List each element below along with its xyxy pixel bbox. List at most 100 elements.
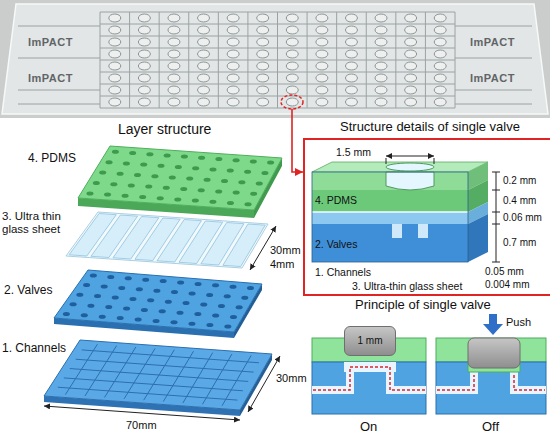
chip-photo-art bbox=[198, 62, 210, 70]
valve-holes bbox=[200, 303, 207, 307]
valve-cross-section bbox=[312, 224, 468, 262]
channel-layer bbox=[44, 340, 272, 416]
pdms-holes bbox=[163, 186, 170, 190]
dimension-lines bbox=[248, 356, 280, 412]
chip-photo-art bbox=[168, 74, 180, 82]
chip-photo-art bbox=[434, 74, 446, 82]
valve-holes bbox=[107, 275, 114, 279]
chip-photo-art bbox=[286, 26, 298, 34]
chip-photo-art bbox=[316, 98, 328, 106]
chip-photo-art bbox=[455, 104, 532, 105]
valve-on-panel bbox=[313, 367, 425, 390]
chip-photo-art bbox=[109, 14, 446, 106]
dimension-label: 30mm bbox=[276, 372, 307, 385]
valve-holes bbox=[125, 276, 132, 280]
chip-photo-art bbox=[2, 4, 548, 114]
channel-grid bbox=[58, 344, 259, 406]
valve-off-panel bbox=[436, 362, 546, 414]
pdms-holes bbox=[169, 175, 176, 179]
pdms-holes bbox=[198, 156, 205, 160]
chip-photo-art bbox=[257, 86, 269, 94]
layer-label: 4. PDMS bbox=[28, 152, 76, 166]
chip-photo-art bbox=[109, 98, 121, 106]
valve-holes bbox=[247, 286, 254, 290]
detail-arrow bbox=[292, 118, 303, 172]
valve-cross-section bbox=[312, 162, 488, 172]
valve-holes bbox=[212, 283, 219, 287]
valve-holes bbox=[188, 322, 195, 326]
chip-photo-art bbox=[227, 26, 239, 34]
pdms-holes bbox=[110, 182, 117, 186]
chip-photo-art bbox=[138, 38, 150, 46]
valve-holes bbox=[101, 285, 108, 289]
chip-photo-art bbox=[227, 74, 239, 82]
valve-off-panel bbox=[436, 314, 546, 414]
valve-off-panel bbox=[468, 338, 520, 368]
dimension-label: 0.4 mm bbox=[503, 195, 536, 207]
glass-strips bbox=[223, 224, 265, 267]
pdms-holes bbox=[186, 177, 193, 181]
chip-photo-art bbox=[0, 0, 550, 118]
channel-grid bbox=[82, 350, 259, 363]
chip-photo-art bbox=[316, 26, 328, 34]
pdms-holes bbox=[145, 185, 152, 189]
chip-photo-art bbox=[100, 60, 455, 61]
chip-photo-art bbox=[168, 14, 180, 22]
chip-photo-art bbox=[227, 62, 239, 70]
chip-photo-art bbox=[257, 14, 269, 22]
chip-photo-art bbox=[405, 86, 417, 94]
chip-photo-art bbox=[375, 50, 387, 58]
chip-photo-art bbox=[281, 95, 303, 109]
detail-dimensions bbox=[492, 172, 500, 173]
layer-label: 2. Valves bbox=[315, 238, 357, 250]
pdms-holes bbox=[151, 174, 158, 178]
pdms-holes bbox=[146, 152, 153, 156]
valve-holes bbox=[105, 305, 112, 309]
chip-photo-art bbox=[257, 50, 269, 58]
chip-photo-art bbox=[434, 14, 446, 22]
chip-marking: ImPACT bbox=[468, 72, 517, 85]
detail-dimensions bbox=[386, 158, 387, 164]
pdms-holes bbox=[122, 194, 129, 198]
valve-holes bbox=[90, 274, 97, 278]
dimension-label: 0.2 mm bbox=[503, 175, 536, 187]
pdms-holes bbox=[99, 171, 106, 175]
valve-layer bbox=[54, 270, 262, 332]
chip-photo-art bbox=[0, 0, 550, 118]
pdms-holes bbox=[93, 181, 100, 185]
chip-photo-art bbox=[375, 86, 387, 94]
panel-title: Structure details of single valve bbox=[303, 120, 550, 135]
chip-photo-art bbox=[257, 74, 269, 82]
pdms-holes bbox=[192, 199, 199, 203]
connector-group bbox=[292, 118, 303, 172]
valve-cross-section bbox=[386, 163, 434, 171]
valve-off-panel bbox=[437, 375, 474, 390]
chip-photo-art bbox=[345, 86, 357, 94]
valve-holes bbox=[94, 294, 101, 298]
channel-grid bbox=[58, 387, 238, 400]
pdms-holes bbox=[140, 163, 147, 167]
pdms-holes bbox=[267, 161, 274, 165]
chip-photo-art bbox=[100, 72, 455, 73]
valve-holes bbox=[212, 314, 219, 318]
detail-dimensions bbox=[492, 224, 500, 225]
detail-dimensions bbox=[492, 190, 500, 191]
dimension-label: 0.05 mm bbox=[485, 266, 524, 278]
chip-photo-art bbox=[100, 108, 455, 109]
layer-label: 1. Channels bbox=[2, 342, 66, 356]
pdms-holes bbox=[250, 192, 257, 196]
pdms-holes bbox=[244, 170, 251, 174]
valve-layer bbox=[54, 270, 262, 338]
channel-grid bbox=[64, 378, 243, 391]
chip-photo-art bbox=[375, 62, 387, 70]
chip-photo-art bbox=[375, 38, 387, 46]
pdms-holes bbox=[221, 179, 228, 183]
glass-strips bbox=[69, 214, 265, 267]
chip-photo-art bbox=[316, 50, 328, 58]
valve-holes bbox=[230, 315, 237, 319]
chip-photo-art bbox=[227, 98, 239, 106]
pdms-holes bbox=[238, 180, 245, 184]
detail-dimensions bbox=[492, 212, 500, 213]
